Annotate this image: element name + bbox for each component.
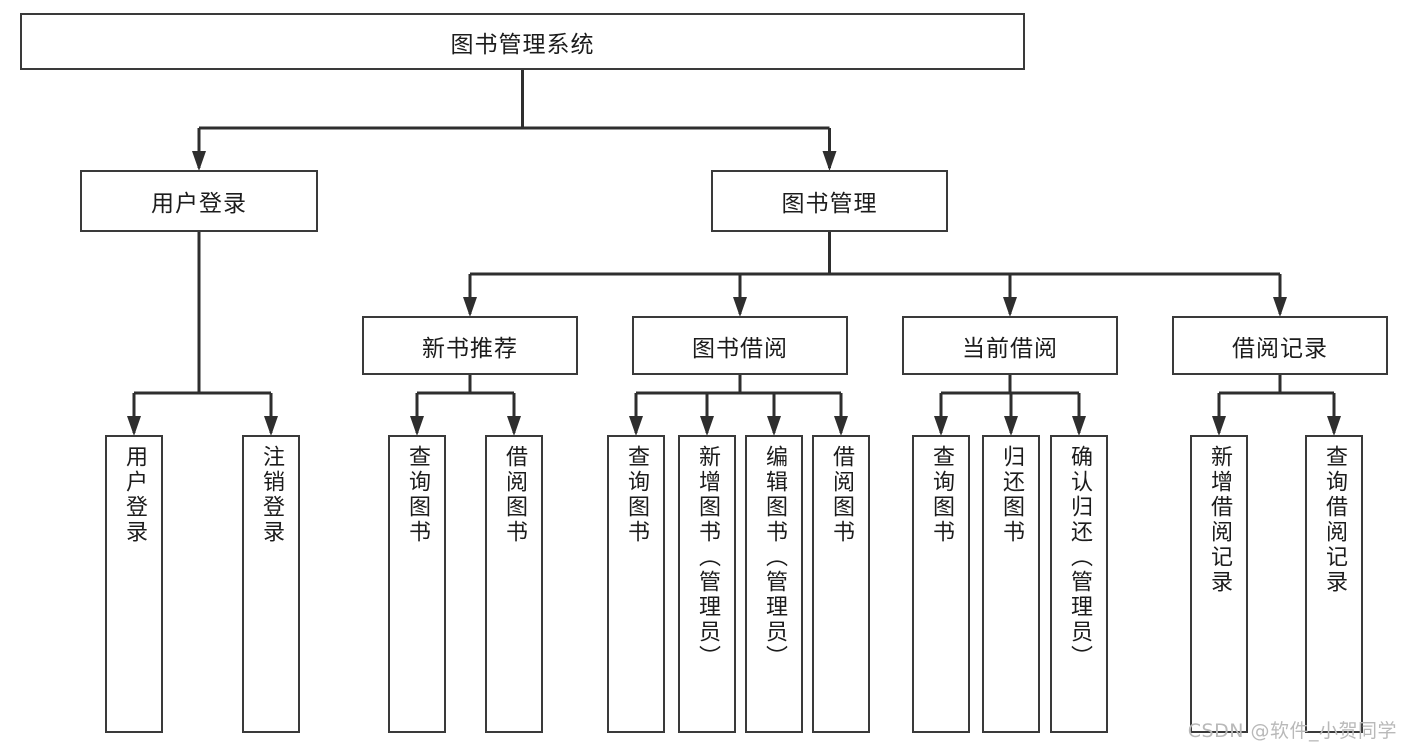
node-l9[interactable]: 查询图书 <box>912 435 970 733</box>
node-label: 当前借阅 <box>962 335 1058 362</box>
node-bookmgmt[interactable]: 图书管理 <box>711 170 948 232</box>
node-label: 确认归还（管理员） <box>1067 445 1092 670</box>
node-label: 新增借阅记录 <box>1207 445 1232 595</box>
node-label: 借阅图书 <box>502 445 527 545</box>
node-label: 用户登录 <box>151 191 247 217</box>
node-login[interactable]: 用户登录 <box>80 170 318 232</box>
node-l11[interactable]: 确认归还（管理员） <box>1050 435 1108 733</box>
node-borrow[interactable]: 图书借阅 <box>632 316 848 375</box>
node-label: 新书推荐 <box>422 335 518 362</box>
node-label: 新增图书（管理员） <box>695 445 720 670</box>
node-label: 查询图书 <box>405 445 430 545</box>
node-root[interactable]: 图书管理系统 <box>20 13 1025 70</box>
node-l12[interactable]: 新增借阅记录 <box>1190 435 1248 733</box>
node-l7[interactable]: 编辑图书（管理员） <box>745 435 803 733</box>
node-records[interactable]: 借阅记录 <box>1172 316 1388 375</box>
node-label: 用户登录 <box>122 445 147 545</box>
node-l8[interactable]: 借阅图书 <box>812 435 870 733</box>
node-l5[interactable]: 查询图书 <box>607 435 665 733</box>
node-label: 图书管理 <box>781 191 878 217</box>
node-label: 借阅图书 <box>829 445 854 545</box>
node-l10[interactable]: 归还图书 <box>982 435 1040 733</box>
node-label: 图书管理系统 <box>450 31 595 58</box>
node-l4[interactable]: 借阅图书 <box>485 435 543 733</box>
node-current[interactable]: 当前借阅 <box>902 316 1118 375</box>
node-l3[interactable]: 查询图书 <box>388 435 446 733</box>
node-label: 注销登录 <box>259 445 284 545</box>
node-label: 借阅记录 <box>1232 335 1328 362</box>
watermark-label: CSDN @软件_小贺同学 <box>1187 720 1397 742</box>
node-l1[interactable]: 用户登录 <box>105 435 163 733</box>
node-l6[interactable]: 新增图书（管理员） <box>678 435 736 733</box>
node-label: 图书借阅 <box>692 335 788 362</box>
node-label: 查询图书 <box>624 445 649 545</box>
node-label: 归还图书 <box>999 445 1024 545</box>
node-newbook[interactable]: 新书推荐 <box>362 316 578 375</box>
node-label: 查询图书 <box>929 445 954 545</box>
node-label: 查询借阅记录 <box>1322 445 1347 595</box>
node-label: 编辑图书（管理员） <box>762 445 787 670</box>
node-l13[interactable]: 查询借阅记录 <box>1305 435 1363 733</box>
node-l2[interactable]: 注销登录 <box>242 435 300 733</box>
